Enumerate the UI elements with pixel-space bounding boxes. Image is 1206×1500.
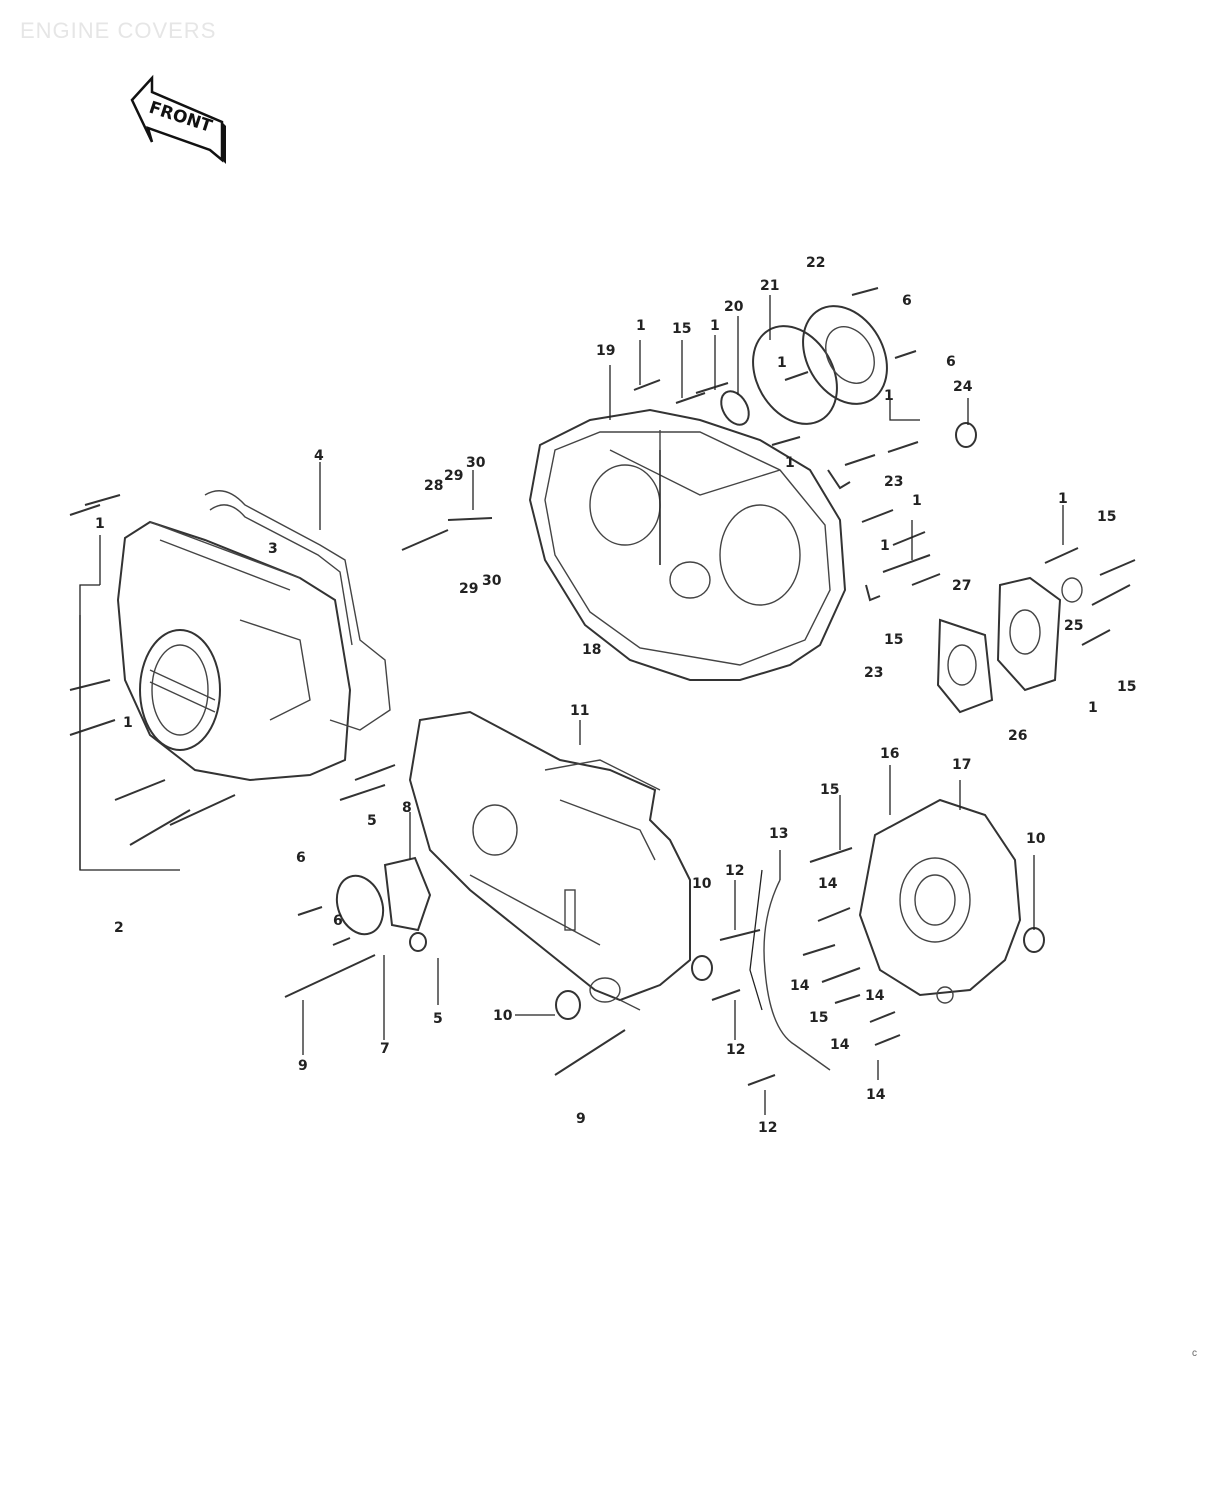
- callout-24: 24: [953, 379, 973, 395]
- callout-29: 29: [444, 468, 463, 484]
- callout-30: 30: [466, 455, 486, 471]
- clutch-cover: [408, 710, 691, 1011]
- callout-8: 8: [402, 800, 412, 816]
- callout-29: 29: [459, 581, 478, 597]
- callout-18: 18: [582, 642, 601, 658]
- callout-14: 14: [818, 876, 838, 892]
- callout-22: 22: [806, 255, 825, 271]
- callout-30: 30: [482, 573, 502, 589]
- front-arrow-icon: FRONT: [130, 74, 226, 164]
- cap-nut-24: [955, 422, 977, 448]
- callout-15: 15: [809, 1010, 828, 1026]
- callout-15: 15: [884, 632, 903, 648]
- callout-7: 7: [380, 1041, 390, 1057]
- callout-23: 23: [884, 474, 903, 490]
- callout-25: 25: [1064, 618, 1083, 634]
- callout-6: 6: [902, 293, 912, 309]
- callout-1: 1: [636, 318, 646, 334]
- round-cover-plates: [752, 305, 888, 425]
- callout-1: 1: [1058, 491, 1068, 507]
- callout-14: 14: [865, 988, 885, 1004]
- small-housing-plates: [936, 576, 1083, 714]
- callout-1: 1: [710, 318, 720, 334]
- nut-5: [409, 932, 427, 952]
- callout-6: 6: [296, 850, 306, 866]
- callout-10: 10: [692, 876, 712, 892]
- seal-10-right: [1023, 927, 1045, 953]
- callout-12: 12: [725, 863, 744, 879]
- callout-12: 12: [726, 1042, 745, 1058]
- callout-15: 15: [1117, 679, 1136, 695]
- callout-15: 15: [672, 321, 691, 337]
- left-engine-cover: [116, 520, 352, 782]
- callout-14: 14: [866, 1087, 886, 1103]
- callout-17: 17: [952, 757, 971, 773]
- callout-15: 15: [1097, 509, 1116, 525]
- callout-26: 26: [1008, 728, 1027, 744]
- callout-5: 5: [433, 1011, 443, 1027]
- callout-6: 6: [333, 913, 343, 929]
- callout-2: 2: [114, 920, 124, 936]
- callout-1: 1: [777, 355, 787, 371]
- right-crankcase-cover: [528, 408, 847, 681]
- callout-1: 1: [123, 715, 133, 731]
- callout-1: 1: [884, 388, 894, 404]
- clip-23-lower: [865, 584, 881, 602]
- callout-28: 28: [424, 478, 443, 494]
- callout-20: 20: [724, 299, 744, 315]
- callout-1: 1: [785, 455, 795, 471]
- right-lower-cover: [858, 798, 1022, 1004]
- clip-23-upper: [827, 469, 851, 490]
- seal-10-left: [555, 990, 581, 1020]
- callout-1: 1: [1088, 700, 1098, 716]
- callout-14: 14: [830, 1037, 850, 1053]
- leader-lines: [79, 295, 1064, 1115]
- seal-10-center: [691, 955, 713, 981]
- callout-10: 10: [1026, 831, 1046, 847]
- callout-5: 5: [367, 813, 377, 829]
- callout-19: 19: [596, 343, 615, 359]
- callout-16: 16: [880, 746, 899, 762]
- small-plates-7-8: [335, 856, 432, 936]
- callout-13: 13: [769, 826, 788, 842]
- callout-27: 27: [952, 578, 971, 594]
- callout-23: 23: [864, 665, 883, 681]
- left-cover-gasket: [204, 490, 391, 731]
- callout-10: 10: [493, 1008, 513, 1024]
- callout-4: 4: [314, 448, 324, 464]
- callout-21: 21: [760, 278, 779, 294]
- callout-1: 1: [95, 516, 105, 532]
- page-title: ENGINE COVERS: [20, 18, 217, 43]
- callout-15: 15: [820, 782, 839, 798]
- corner-mark: c: [1192, 1348, 1197, 1359]
- oil-seal-20: [720, 390, 750, 426]
- callout-1: 1: [912, 493, 922, 509]
- callout-6: 6: [946, 354, 956, 370]
- callout-9: 9: [576, 1111, 586, 1127]
- callout-11: 11: [570, 703, 589, 719]
- callout-1: 1: [880, 538, 890, 554]
- callout-14: 14: [790, 978, 810, 994]
- callout-12: 12: [758, 1120, 777, 1136]
- bolts: [69, 287, 1136, 1086]
- callout-3: 3: [268, 541, 278, 557]
- gasket-13: [763, 879, 831, 1071]
- callout-9: 9: [298, 1058, 308, 1074]
